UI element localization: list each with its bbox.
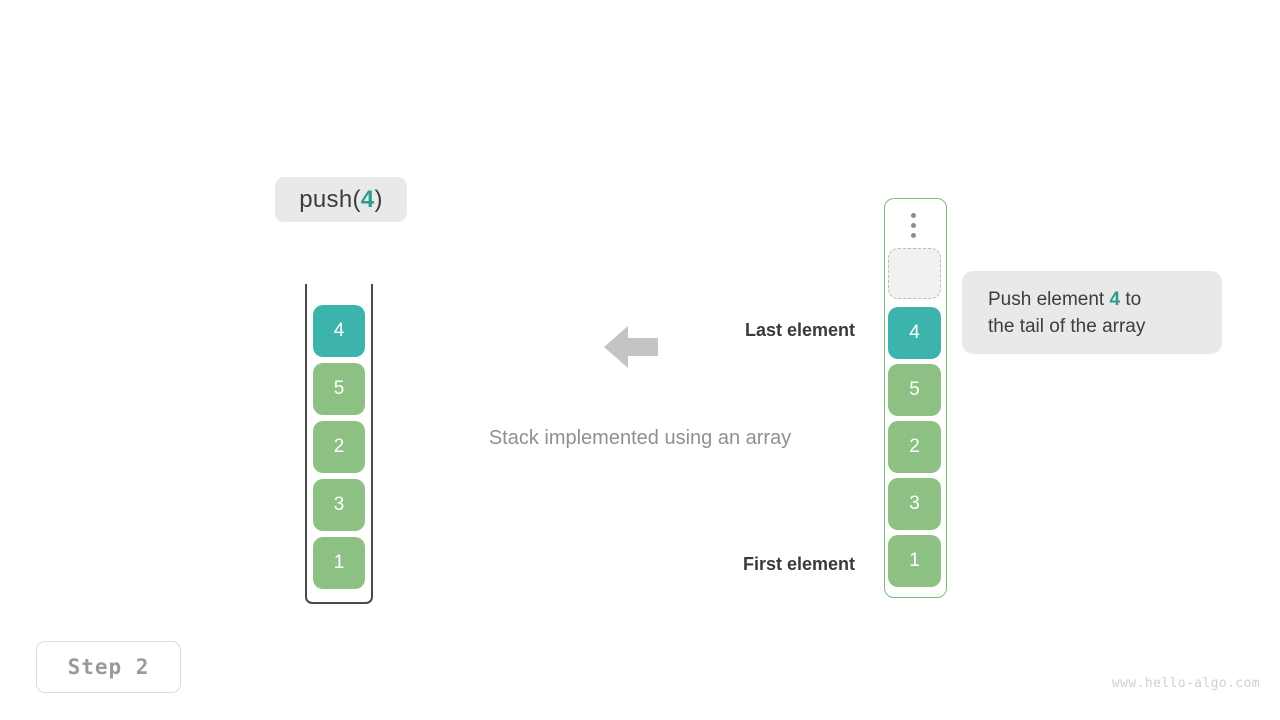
stack-container: [305, 284, 373, 604]
array-cell-list: 4 5 2 3 1: [888, 307, 941, 587]
array-cell[interactable]: 1: [888, 535, 941, 587]
tooltip-text-suffix: to: [1120, 288, 1142, 310]
stack-cell-value: 4: [333, 320, 345, 341]
stack-cell[interactable]: 1: [313, 537, 365, 589]
stack-cell[interactable]: 2: [313, 421, 365, 473]
stack-cell-list: 4 5 2 3 1: [313, 305, 365, 589]
array-empty-slot: [888, 248, 941, 299]
stack-cell-value: 2: [333, 436, 345, 457]
tooltip-line-1: Push element 4 to: [988, 286, 1196, 313]
array-cell[interactable]: 4: [888, 307, 941, 359]
description-tooltip: Push element 4 to the tail of the array: [962, 271, 1222, 354]
stack-cell[interactable]: 5: [313, 363, 365, 415]
operation-label: push(4): [275, 177, 407, 222]
label-first-element: First element: [742, 554, 855, 574]
array-container: [884, 198, 947, 598]
label-last-element: Last element: [744, 320, 855, 340]
operation-prefix: push(: [299, 185, 361, 213]
stack-cell-value: 1: [333, 552, 345, 573]
ellipsis-dot: [911, 213, 916, 218]
array-cell-value: 3: [909, 493, 920, 514]
stack-cell[interactable]: 4: [313, 305, 365, 357]
operation-argument: 4: [360, 185, 375, 213]
ellipsis-dot: [911, 233, 916, 238]
array-cell-value: 1: [909, 550, 920, 571]
array-cell[interactable]: 3: [888, 478, 941, 530]
array-cell[interactable]: 5: [888, 364, 941, 416]
operation-suffix: ): [374, 185, 383, 213]
array-cell-value: 5: [909, 379, 920, 400]
tooltip-accent-value: 4: [1109, 288, 1121, 310]
arrow-left-icon: [602, 318, 660, 376]
ellipsis-dot: [911, 223, 916, 228]
array-cell[interactable]: 2: [888, 421, 941, 473]
diagram-caption: Stack implemented using an array: [488, 427, 792, 449]
watermark: www.hello-algo.com: [1111, 676, 1260, 691]
tooltip-text-prefix: Push element: [988, 288, 1110, 310]
array-cell-value: 2: [909, 436, 920, 457]
stack-cell-value: 5: [333, 378, 345, 399]
stack-cell[interactable]: 3: [313, 479, 365, 531]
stack-cell-value: 3: [333, 494, 345, 515]
tooltip-line-2: the tail of the array: [988, 315, 1146, 337]
array-cell-value: 4: [909, 322, 920, 343]
step-badge: Step 2: [36, 641, 181, 693]
vertical-ellipsis-icon: [910, 213, 917, 238]
